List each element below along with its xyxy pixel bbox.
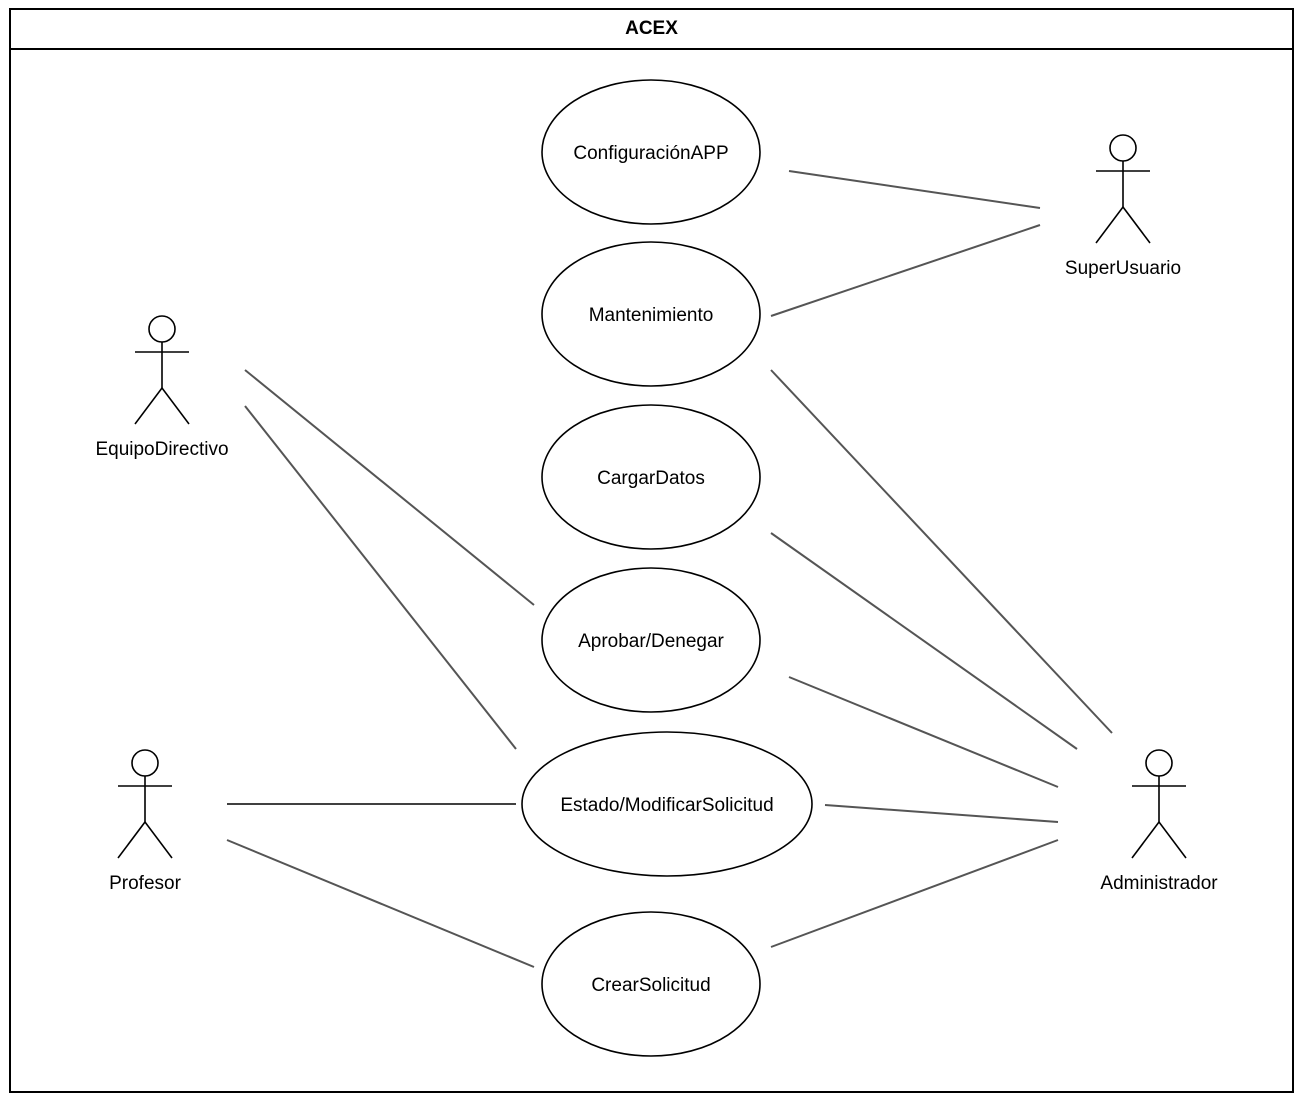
use-case-label: Estado/ModificarSolicitud xyxy=(560,795,773,816)
actor-label: Administrador xyxy=(1100,873,1218,894)
use-case-label: CrearSolicitud xyxy=(591,975,710,996)
stick-figure-icon xyxy=(1095,134,1151,244)
stick-figure-icon xyxy=(1131,749,1187,859)
assoc-configuracionapp-superusuario xyxy=(788,170,1041,209)
use-case-aprobar-denegar[interactable]: Aprobar/Denegar xyxy=(541,567,761,713)
stick-figure-icon xyxy=(117,749,173,859)
actor-equipodirectivo[interactable]: EquipoDirectivo xyxy=(95,315,229,460)
assoc-mantenimiento-administrador xyxy=(770,369,1113,734)
system-title: ACEX xyxy=(11,10,1292,50)
stick-figure-icon xyxy=(134,315,190,425)
use-case-label: Aprobar/Denegar xyxy=(578,631,724,652)
assoc-equipodirectivo-estado xyxy=(244,405,517,750)
use-case-crearsolicitud[interactable]: CrearSolicitud xyxy=(541,911,761,1057)
associations xyxy=(226,170,1113,968)
use-case-label: ConfiguraciónAPP xyxy=(573,143,728,164)
assoc-profesor-crear xyxy=(226,839,535,968)
use-case-mantenimiento[interactable]: Mantenimiento xyxy=(541,241,761,387)
assoc-mantenimiento-superusuario xyxy=(770,224,1041,317)
assoc-estado-administrador xyxy=(824,804,1059,823)
actor-label: EquipoDirectivo xyxy=(95,439,228,460)
use-case-estado-modificarsolicitud[interactable]: Estado/ModificarSolicitud xyxy=(521,731,813,877)
actor-administrador[interactable]: Administrador xyxy=(1100,749,1218,894)
assoc-aprobar-administrador xyxy=(788,676,1059,788)
actor-superusuario[interactable]: SuperUsuario xyxy=(1065,134,1181,279)
assoc-crear-administrador xyxy=(770,839,1059,948)
assoc-cargardatos-administrador xyxy=(770,532,1078,750)
use-case-label: CargarDatos xyxy=(597,468,705,489)
use-case-configuracionapp[interactable]: ConfiguraciónAPP xyxy=(541,79,761,225)
actor-label: Profesor xyxy=(109,873,181,894)
actor-label: SuperUsuario xyxy=(1065,258,1181,279)
actor-profesor[interactable]: Profesor xyxy=(109,749,182,894)
assoc-equipodirectivo-aprobar xyxy=(244,369,535,606)
use-case-label: Mantenimiento xyxy=(589,305,714,326)
use-case-cargardatos[interactable]: CargarDatos xyxy=(541,404,761,550)
